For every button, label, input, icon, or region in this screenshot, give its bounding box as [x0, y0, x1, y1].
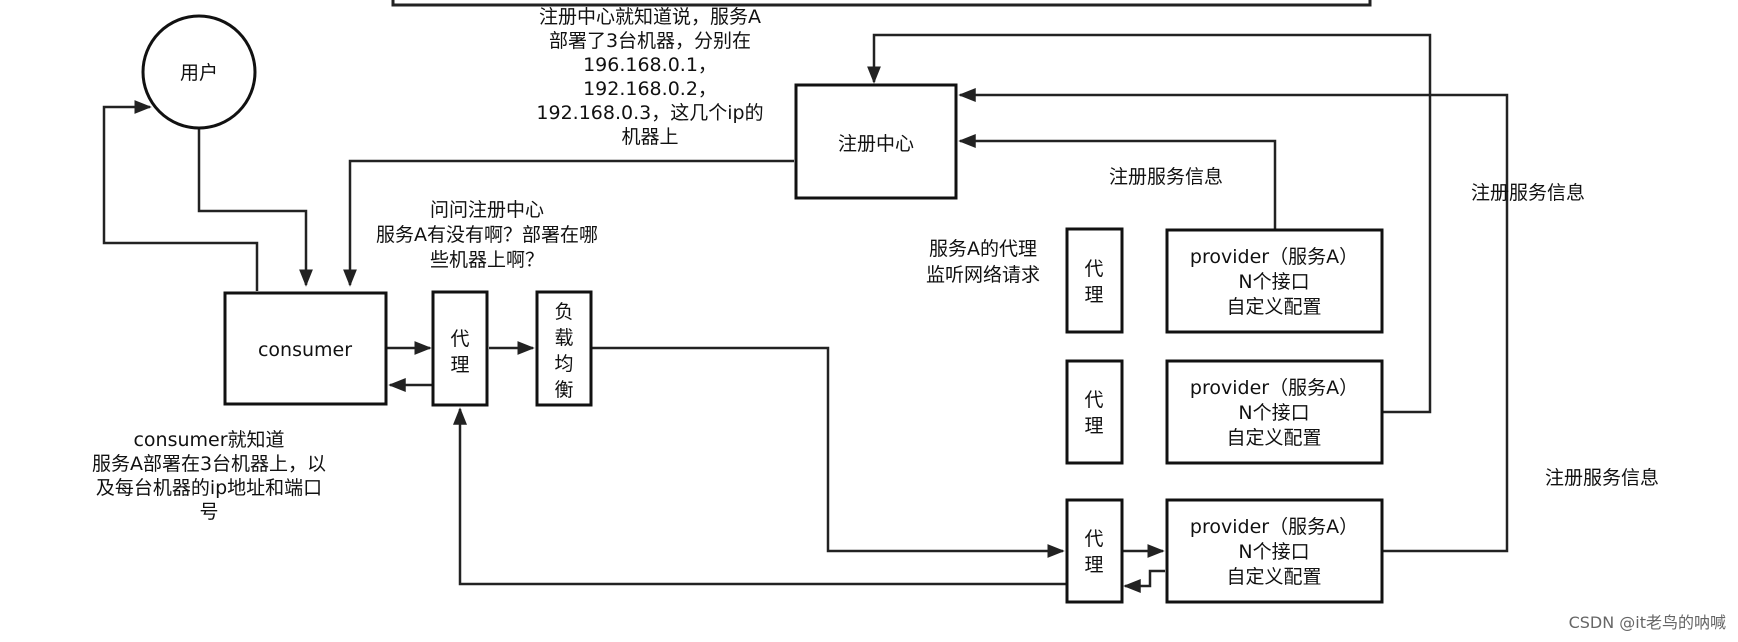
edge-provider-proxy-to-consumer-proxy [453, 407, 1068, 586]
registry-reply-line-5: 192.168.0.3，这几个ip的 [536, 102, 763, 124]
annotation-consumer-knows: consumer就知道 服务A部署在3台机器上，以 及每台机器的ip地址和端口 … [92, 429, 326, 523]
ask-registry-line-2: 服务A有没有啊？部署在哪 [376, 224, 598, 246]
edge-consumer-to-user [102, 100, 259, 291]
consumer-knows-line-3: 及每台机器的ip地址和端口 [96, 477, 322, 499]
register-info-label-1: 注册服务信息 [1109, 166, 1223, 188]
provider-2-line-1: provider（服务A） [1190, 377, 1358, 399]
provider-proxy-2-char-2: 理 [1084, 415, 1103, 437]
user-label: 用户 [180, 62, 218, 84]
edge-user-to-consumer [197, 128, 313, 287]
provider-1-line-1: provider（服务A） [1190, 246, 1358, 268]
edge-provider-to-provider-proxy [1123, 569, 1165, 593]
lb-char-2: 载 [554, 327, 573, 349]
lb-char-1: 负 [554, 301, 573, 323]
provider-2-line-2: N个接口 [1238, 402, 1309, 424]
provider-3-line-3: 自定义配置 [1226, 566, 1321, 588]
lb-char-4: 衡 [554, 379, 573, 401]
edge-registry-to-consumer [343, 159, 794, 287]
consumer-label: consumer [258, 339, 352, 361]
provider-proxy-3-node: 代 理 [1065, 498, 1124, 604]
provider-3-line-2: N个接口 [1238, 541, 1309, 563]
user-node: 用户 [141, 14, 257, 130]
registry-reply-line-3: 196.168.0.1， [583, 54, 717, 76]
provider-1-line-2: N个接口 [1238, 271, 1309, 293]
provider-proxy-note-line-2: 监听网络请求 [926, 264, 1040, 286]
ask-registry-line-1: 问问注册中心 [430, 199, 544, 221]
registry-reply-line-4: 192.168.0.2， [583, 78, 717, 100]
provider-proxy-3-char-2: 理 [1084, 554, 1103, 576]
registry-reply-line-1: 注册中心就知道说，服务A [539, 6, 761, 28]
provider-proxy-1-char-2: 理 [1084, 284, 1103, 306]
registry-reply-line-2: 部署了3台机器，分别在 [549, 30, 751, 52]
edge-provider1-register [958, 134, 1277, 230]
consumer-proxy-char-1: 代 [450, 328, 469, 350]
edge-provider3-register [958, 88, 1509, 553]
provider-2-line-3: 自定义配置 [1226, 427, 1321, 449]
load-balancer-node: 负 载 均 衡 [535, 290, 593, 407]
consumer-knows-line-2: 服务A部署在3台机器上，以 [92, 453, 326, 475]
edge-provider2-register [867, 33, 1432, 414]
provider-3-line-1: provider（服务A） [1190, 516, 1358, 538]
watermark: CSDN @it老鸟的呐喊 [1569, 613, 1726, 632]
ask-registry-line-3: 些机器上啊？ [430, 249, 544, 271]
edge-loadbalancer-to-provider-proxy [592, 346, 1065, 558]
consumer-knows-line-4: 号 [199, 501, 218, 523]
registry-node: 注册中心 [794, 83, 958, 200]
provider-proxy-3-char-1: 代 [1084, 528, 1103, 550]
consumer-proxy-node: 代 理 [431, 290, 489, 407]
consumer-node: consumer [223, 291, 388, 406]
provider-proxy-1-char-1: 代 [1084, 258, 1103, 280]
register-info-label-3: 注册服务信息 [1545, 467, 1659, 489]
annotation-registry-reply: 注册中心就知道说，服务A 部署了3台机器，分别在 196.168.0.1， 19… [536, 6, 763, 148]
provider-3-node: provider（服务A） N个接口 自定义配置 [1165, 498, 1384, 604]
provider-proxy-1-node: 代 理 [1065, 227, 1124, 334]
register-info-label-2: 注册服务信息 [1471, 182, 1585, 204]
provider-proxy-2-char-1: 代 [1084, 389, 1103, 411]
annotation-provider-proxy: 服务A的代理 监听网络请求 [926, 238, 1040, 286]
registry-reply-line-6: 机器上 [621, 126, 678, 148]
top-frame-edge [391, 0, 1372, 7]
registry-label: 注册中心 [838, 133, 914, 155]
provider-1-line-3: 自定义配置 [1226, 296, 1321, 318]
lb-char-3: 均 [554, 353, 573, 375]
provider-proxy-note-line-1: 服务A的代理 [929, 238, 1037, 260]
provider-proxy-2-node: 代 理 [1065, 359, 1124, 465]
provider-2-node: provider（服务A） N个接口 自定义配置 [1165, 359, 1384, 465]
annotation-ask-registry: 问问注册中心 服务A有没有啊？部署在哪 些机器上啊？ [376, 199, 598, 271]
consumer-proxy-char-2: 理 [450, 354, 469, 376]
consumer-knows-line-1: consumer就知道 [133, 429, 284, 451]
edges [102, 33, 1509, 593]
provider-1-node: provider（服务A） N个接口 自定义配置 [1165, 228, 1384, 334]
